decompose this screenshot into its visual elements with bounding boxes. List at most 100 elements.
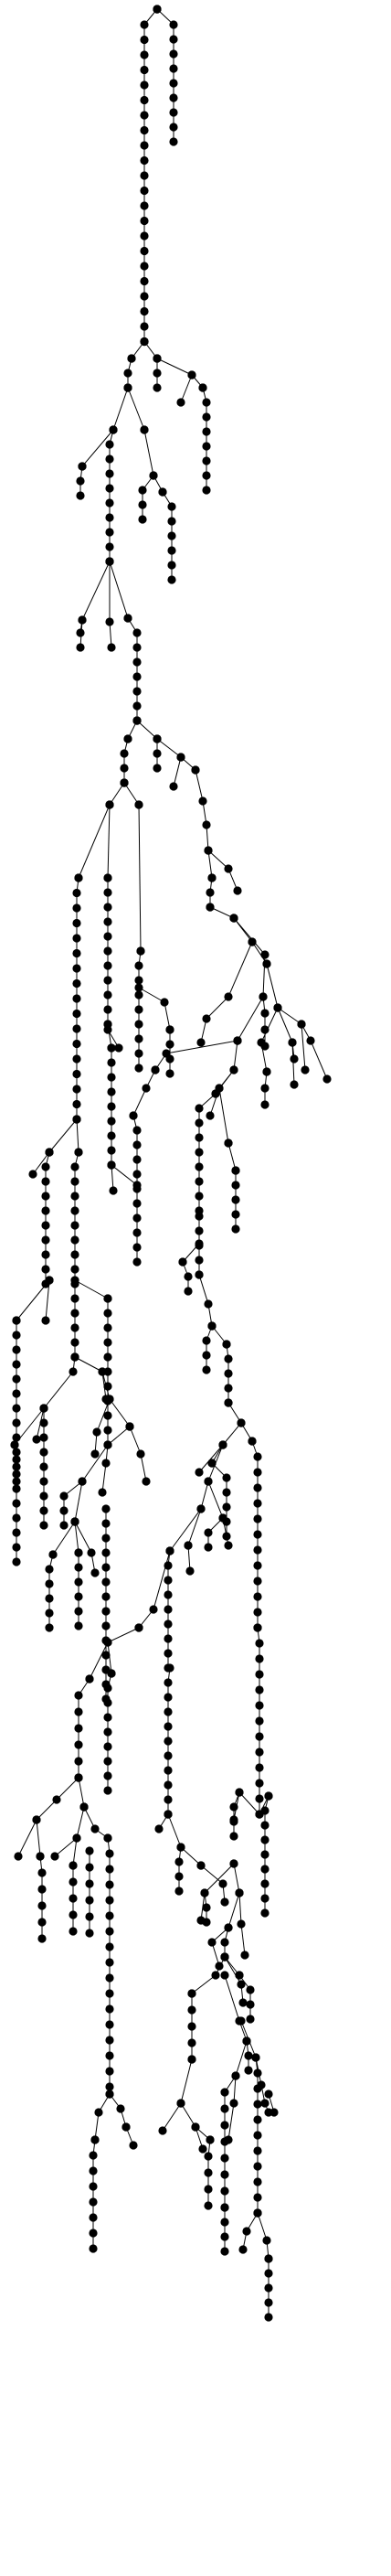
tree-node-621 [90,1824,100,1833]
tree-node-63 [78,462,87,471]
tree-edge [78,804,111,879]
tree-node-718 [253,2146,262,2155]
tree-node-399 [195,1192,204,1201]
tree-node-460 [253,1608,262,1617]
tree-edge [291,1042,295,1085]
tree-node-572 [211,1971,220,1980]
tree-node-319 [39,1404,48,1413]
tree-node-550 [229,1802,238,1812]
tree-node-613 [37,1885,47,1894]
tree-node-2 [169,20,178,29]
tree-node-724 [242,2227,251,2236]
tree-node-392 [211,1089,220,1098]
tree-node-560 [202,1918,211,1927]
tree-node-596 [103,1698,112,1707]
tree-node-278 [12,1374,21,1384]
tree-node-361 [48,1550,58,1559]
tree-node-508 [164,1795,173,1804]
tree-node-457 [253,1561,262,1570]
tree-node-195 [103,873,112,882]
tree-node-66 [109,425,118,434]
tree-node-38 [127,354,136,363]
tree-node-299 [45,1276,54,1285]
tree-edge [266,963,279,1009]
tree-node-503 [164,1722,173,1731]
tree-node-4 [169,49,178,59]
tree-node-725 [238,2245,248,2254]
tree-edge [123,782,140,806]
tree-node-355 [74,1548,83,1557]
tree-node-351 [87,1548,96,1557]
tree-node-246 [41,1162,50,1171]
tree-edge [233,1040,238,1071]
tree-node-250 [41,1221,50,1230]
tree-node-352 [90,1568,100,1577]
tree-node-296 [103,1411,112,1420]
tree-edge [129,1426,142,1455]
tree-node-517 [174,1872,184,1881]
tree-node-401 [151,1065,160,1074]
tree-node-609 [32,1815,41,1824]
tree-node-692 [244,2051,253,2060]
tree-node-467 [218,1440,227,1449]
tree-node-89 [167,575,176,584]
tree-node-644 [105,2082,114,2091]
tree-node-641 [105,2036,114,2045]
tree-node-173 [290,1054,299,1064]
tree-edge [238,1791,260,1815]
tree-node-81 [138,500,147,509]
tree-node-362 [45,1565,54,1574]
tree-node-523 [255,1639,264,1648]
tree-edge [180,2102,196,2128]
tree-node-682 [220,1971,229,1980]
tree-node-424 [202,1336,211,1345]
tree-node-217 [134,983,143,992]
tree-node-402 [142,1084,151,1093]
tree-node-541 [260,1806,269,1815]
tree-node-499 [165,1663,174,1673]
tree-node-39 [123,369,132,378]
tree-node-529 [255,1732,264,1741]
tree-edge [109,621,112,648]
tree-node-483 [196,1504,206,1513]
tree-edge [222,1422,242,1446]
tree-node-218 [160,998,169,1007]
tree-node-98 [78,615,87,625]
tree-edge [173,756,182,787]
tree-node-160 [322,1074,332,1084]
tree-node-186 [72,994,81,1003]
tree-node-721 [253,2193,262,2202]
tree-node-712 [251,2053,260,2062]
tree-node-133 [204,846,213,855]
tree-node-662 [85,1896,94,1905]
tree-edges [14,8,328,2317]
tree-node-171 [260,1100,269,1109]
tree-node-345 [59,1491,69,1501]
tree-node-302 [69,1367,78,1376]
tree-node-434 [224,1138,233,1148]
tree-node-600 [103,1757,112,1766]
tree-edge [301,1023,306,1071]
tree-edge [107,1627,140,1643]
tree-edge [204,1863,235,1894]
tree-edge [109,561,129,619]
tree-edge [127,387,145,431]
tree-node-556 [229,1859,238,1868]
tree-node-623 [69,1861,78,1870]
tree-node-701 [220,2121,229,2130]
tree-node-578 [187,2005,196,2015]
tree-node-199 [103,932,112,941]
tree-edge [107,1426,131,1446]
tree-node-675 [191,2122,200,2132]
tree-node-21 [140,155,149,166]
tree-node-714 [253,2084,262,2093]
tree-node-161 [297,1020,306,1029]
tree-node-170 [260,1084,269,1093]
tree-node-324 [39,1477,48,1486]
tree-node-7 [169,93,178,102]
tree-node-214 [134,1034,143,1043]
tree-node-646 [94,2108,103,2117]
tree-node-547 [260,1894,269,1903]
tree-node-705 [220,2186,229,2196]
tree-node-318 [12,1557,21,1566]
